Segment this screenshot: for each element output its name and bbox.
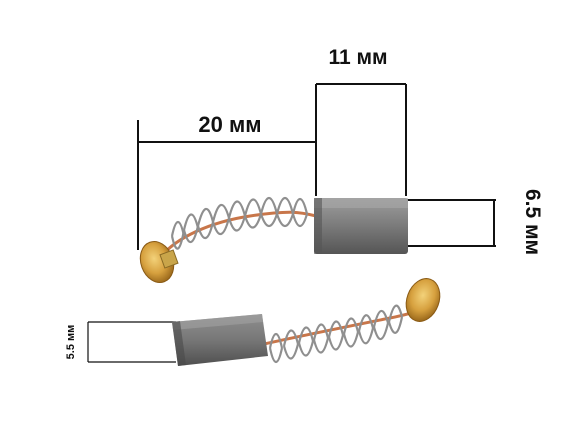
- copper-wire-upper: [158, 210, 317, 259]
- dimension-width-11mm: 11 мм: [315, 46, 407, 196]
- dimension-small-5-5mm: 5.5 мм: [65, 321, 176, 363]
- small-dimension-label: 5.5 мм: [65, 325, 77, 360]
- spring-lower: [268, 304, 404, 364]
- terminal-lower: [405, 278, 441, 322]
- height-dimension-label: 6.5 мм: [521, 189, 544, 255]
- carbon-block-upper: [314, 198, 408, 254]
- spring-upper: [170, 196, 309, 250]
- length-dimension-label: 20 мм: [198, 112, 261, 137]
- carbon-brush-upper: [139, 196, 408, 283]
- dimension-height-6-5mm: 6.5 мм: [406, 189, 544, 255]
- dimension-length-20mm: 20 мм: [137, 112, 316, 250]
- carbon-brush-lower: [172, 278, 441, 366]
- width-dimension-label: 11 мм: [328, 46, 387, 69]
